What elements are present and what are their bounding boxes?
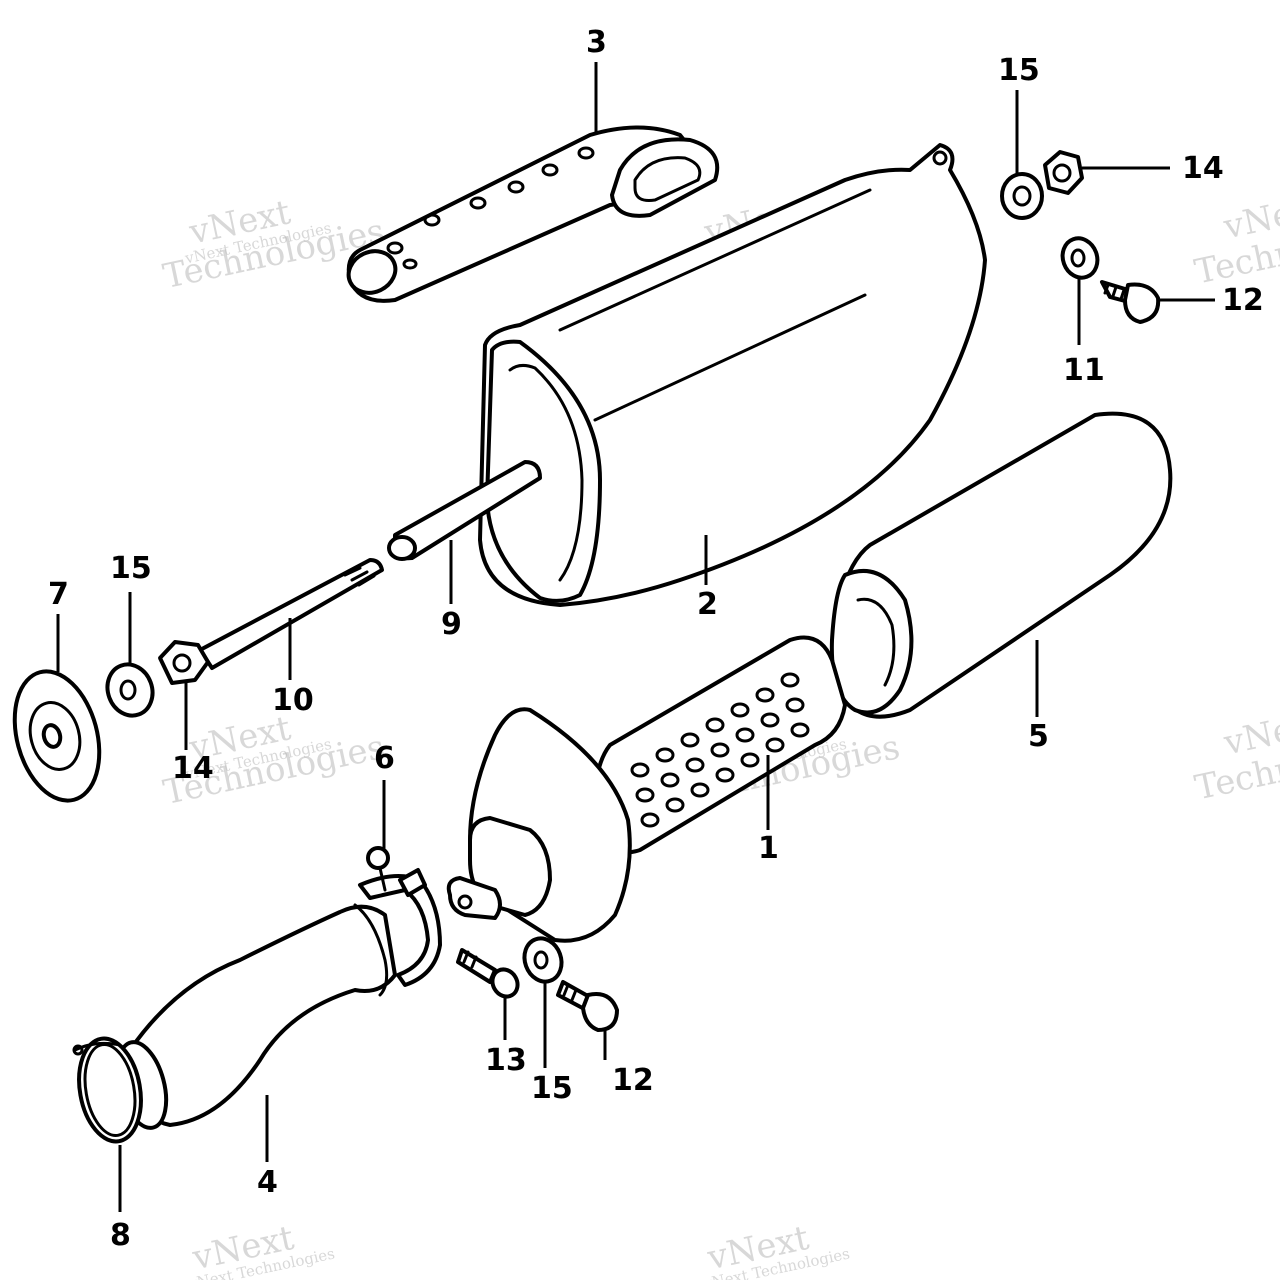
part-1-filter-element <box>446 635 847 943</box>
watermark-top-left: vNext Technologies vNext Technologies <box>160 192 388 297</box>
part-2-housing <box>478 143 987 607</box>
callout-12-bottom: 12 <box>612 1063 654 1098</box>
callout-13: 13 <box>485 1043 527 1078</box>
callout-9: 9 <box>441 607 462 642</box>
callout-10: 10 <box>272 683 314 718</box>
callout-14-left: 14 <box>172 751 214 786</box>
callout-labels: 3 2 1 4 5 6 7 8 9 10 11 12 12 13 14 14 1… <box>48 25 1264 1253</box>
part-8-clamp <box>72 1036 143 1144</box>
part-15-washer-left <box>105 662 155 718</box>
callout-6: 6 <box>374 741 395 776</box>
callout-15-left: 15 <box>110 551 152 586</box>
callout-11: 11 <box>1063 353 1105 388</box>
part-12-bolt-bottom <box>556 980 619 1032</box>
callout-15-top: 15 <box>998 53 1040 88</box>
part-13-screw <box>456 948 520 999</box>
part-15-washer-top-right <box>1000 172 1044 220</box>
watermark-top-right: vNext Technologies <box>1191 187 1280 292</box>
callout-8: 8 <box>110 1218 131 1253</box>
callout-7: 7 <box>48 577 69 612</box>
leader-lines <box>56 62 1215 1212</box>
part-9-rod <box>387 460 542 561</box>
part-11-washer <box>1060 236 1100 280</box>
callout-12-top: 12 <box>1222 283 1264 318</box>
callout-4: 4 <box>257 1165 278 1200</box>
callout-15-bottom: 15 <box>531 1071 573 1106</box>
watermark-mid-right: vNext Technologies <box>1191 703 1280 808</box>
part-12-bolt-top-right <box>1100 280 1161 324</box>
callout-2: 2 <box>697 587 718 622</box>
callout-1: 1 <box>758 831 779 866</box>
part-14-nut-top-right <box>1043 150 1084 195</box>
callout-3: 3 <box>586 25 607 60</box>
part-6-clamp <box>358 846 442 987</box>
part-10-long-bolt <box>198 558 384 670</box>
part-4-connecting-tube <box>115 903 397 1130</box>
part-15-washer-bottom <box>522 936 564 984</box>
callout-14-top: 14 <box>1182 151 1224 186</box>
callout-5: 5 <box>1028 719 1049 754</box>
part-7-grommet <box>12 669 102 803</box>
part-5-outer-cover <box>829 411 1173 719</box>
watermark-bottom-left: vNext vNext Technologies <box>186 1218 336 1280</box>
watermark-bottom-center: vNext vNext Technologies <box>701 1218 851 1280</box>
part-3-perforated-tube <box>346 125 720 303</box>
part-14-nut-left <box>158 640 210 685</box>
